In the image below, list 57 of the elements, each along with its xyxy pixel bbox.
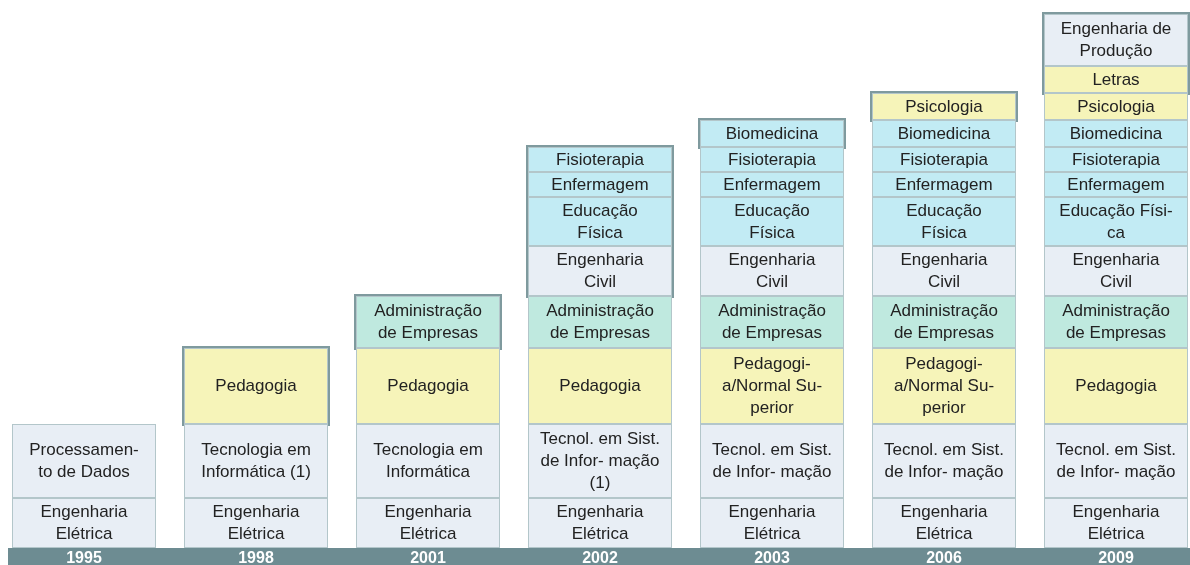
- course-cell: Educação Física: [528, 197, 672, 246]
- course-cell: Enfermagem: [872, 172, 1016, 197]
- year-label: 2003: [753, 548, 791, 565]
- course-cell: Engenharia de Produção: [1044, 14, 1188, 66]
- course-cell: Engenharia Elétrica: [700, 498, 844, 548]
- course-cell: Engenharia Elétrica: [1044, 498, 1188, 548]
- year-label: 2002: [581, 548, 619, 565]
- course-cell: Processamen- to de Dados: [12, 424, 156, 498]
- course-cell: Enfermagem: [700, 172, 844, 197]
- course-cell: Psicologia: [872, 93, 1016, 120]
- course-cell: Tecnologia em Informática: [356, 424, 500, 498]
- highlight-frame: [526, 145, 674, 298]
- year-label: 2009: [1097, 548, 1135, 565]
- course-cell: Fisioterapia: [700, 147, 844, 172]
- course-cell: Engenharia Civil: [700, 246, 844, 296]
- course-cell: Educação Física: [700, 197, 844, 246]
- course-cell: Biomedicina: [1044, 120, 1188, 147]
- course-cell: Engenharia Elétrica: [12, 498, 156, 548]
- course-cell: Pedagogia: [184, 348, 328, 424]
- course-cell: Educação Físi- ca: [1044, 197, 1188, 246]
- course-cell: Fisioterapia: [1044, 147, 1188, 172]
- course-cell: Engenharia Civil: [872, 246, 1016, 296]
- course-cell: Pedagogia: [1044, 348, 1188, 424]
- course-cell: Administração de Empresas: [356, 296, 500, 348]
- course-cell: Fisioterapia: [528, 147, 672, 172]
- year-label: 2006: [925, 548, 963, 565]
- course-cell: Engenharia Elétrica: [872, 498, 1016, 548]
- course-cell: Administração de Empresas: [872, 296, 1016, 348]
- year-label: 1995: [65, 548, 103, 565]
- course-cell: Engenharia Elétrica: [356, 498, 500, 548]
- course-cell: Pedagogia: [356, 348, 500, 424]
- course-cell: Tecnologia em Informática (1): [184, 424, 328, 498]
- course-cell: Engenharia Elétrica: [184, 498, 328, 548]
- course-cell: Engenharia Elétrica: [528, 498, 672, 548]
- course-cell: Psicologia: [1044, 93, 1188, 120]
- course-cell: Pedagogi- a/Normal Su- perior: [872, 348, 1016, 424]
- course-cell: Pedagogi- a/Normal Su- perior: [700, 348, 844, 424]
- course-cell: Administração de Empresas: [1044, 296, 1188, 348]
- course-cell: Tecnol. em Sist. de Infor- mação: [872, 424, 1016, 498]
- year-label: 1998: [237, 548, 275, 565]
- course-cell: Administração de Empresas: [700, 296, 844, 348]
- year-label: 2001: [409, 548, 447, 565]
- course-cell: Letras: [1044, 66, 1188, 93]
- course-cell: Educação Física: [872, 197, 1016, 246]
- highlight-frame: [1042, 12, 1190, 95]
- course-cell: Tecnol. em Sist. de Infor- mação: [1044, 424, 1188, 498]
- course-cell: Engenharia Civil: [528, 246, 672, 296]
- course-cell: Fisioterapia: [872, 147, 1016, 172]
- course-cell: Enfermagem: [1044, 172, 1188, 197]
- course-cell: Biomedicina: [700, 120, 844, 147]
- course-cell: Pedagogia: [528, 348, 672, 424]
- course-cell: Administração de Empresas: [528, 296, 672, 348]
- course-cell: Engenharia Civil: [1044, 246, 1188, 296]
- course-cell: Tecnol. em Sist. de Infor- mação: [700, 424, 844, 498]
- course-cell: Tecnol. em Sist. de Infor- mação (1): [528, 424, 672, 498]
- course-cell: Enfermagem: [528, 172, 672, 197]
- course-cell: Biomedicina: [872, 120, 1016, 147]
